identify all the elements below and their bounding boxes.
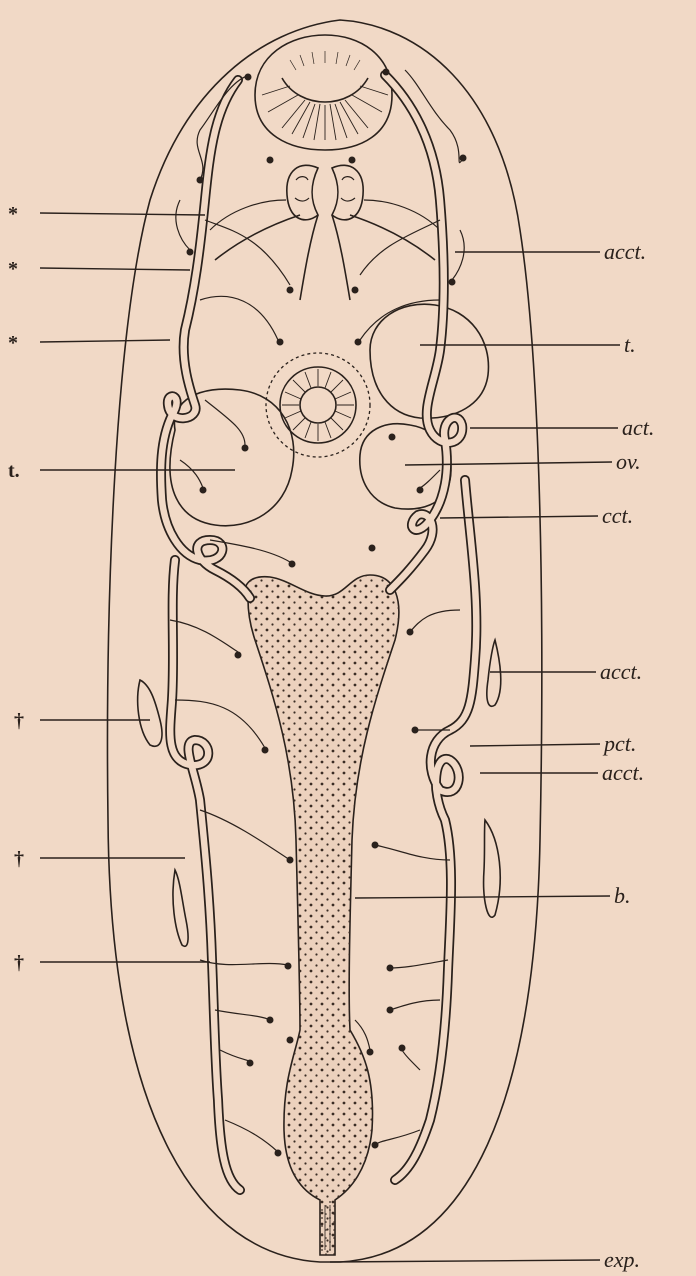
label-acct-3: acct.: [602, 760, 644, 785]
label-dagger-3: †: [14, 952, 24, 974]
label-dagger-1: †: [14, 710, 24, 732]
ventral-sucker: [266, 353, 370, 457]
label-acct-1: acct.: [604, 239, 646, 264]
label-star-1: *: [8, 203, 18, 225]
brain-ganglia: [287, 165, 363, 220]
label-t-left: t.: [8, 460, 20, 482]
intestine: [245, 575, 399, 1255]
right-labels: acct. t. act. ov. cct. acct. pct. acct. …: [600, 239, 654, 1272]
label-b: b.: [614, 883, 631, 908]
label-cct: cct.: [602, 503, 633, 528]
label-acct-2: acct.: [600, 659, 642, 684]
pharynx: [255, 35, 392, 150]
label-ov: ov.: [616, 449, 641, 474]
label-star-2: *: [8, 258, 18, 280]
label-exp: exp.: [604, 1247, 640, 1272]
label-star-3: *: [8, 332, 18, 354]
nerve-trunks: [210, 200, 440, 300]
left-labels: * * * t. † † †: [8, 203, 24, 974]
label-pct: pct.: [602, 731, 636, 756]
left-excretory-duct: [161, 80, 250, 1190]
label-act: act.: [622, 415, 654, 440]
label-dagger-2: †: [14, 848, 24, 870]
label-t-right: t.: [624, 332, 636, 357]
